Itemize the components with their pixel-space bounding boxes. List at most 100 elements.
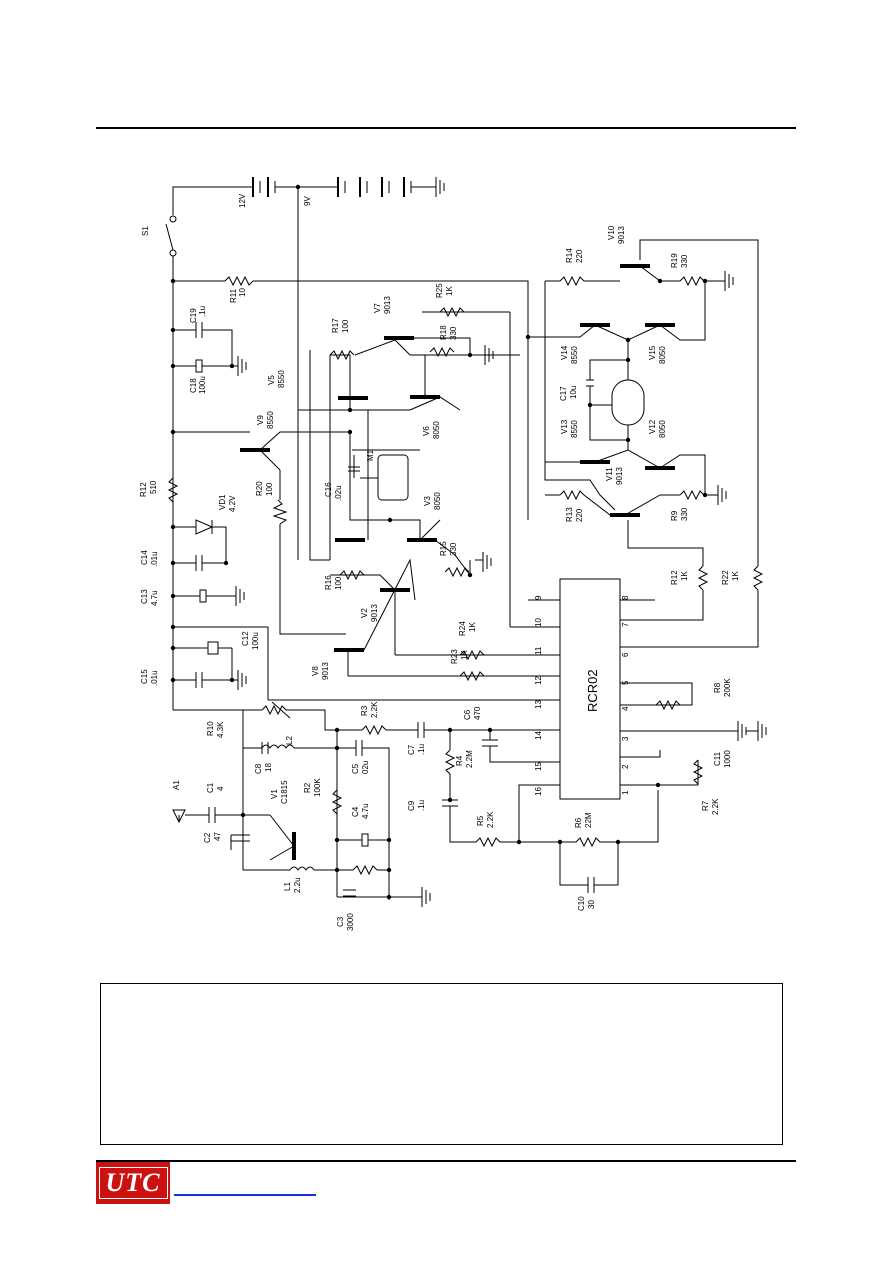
- component-label: 8050: [658, 346, 667, 364]
- component-label: C17: [559, 386, 568, 401]
- component-label: 1K: [680, 571, 689, 581]
- component-label: 30: [587, 900, 596, 909]
- component-label: V2: [360, 608, 369, 618]
- component-label: V6: [422, 426, 431, 436]
- component-label: V12: [648, 419, 657, 434]
- component-label: R11: [229, 288, 238, 303]
- component-label: 330: [680, 507, 689, 521]
- website-link[interactable]: [174, 1194, 316, 1196]
- component-label: C10: [577, 896, 586, 911]
- component-label: R24: [458, 621, 467, 636]
- chip-pin-number: 15: [534, 762, 543, 771]
- component-label: 9013: [615, 467, 624, 485]
- component-label: 9013: [370, 604, 379, 622]
- chip-label: RCR02: [585, 669, 600, 712]
- chip-pin-number: 11: [534, 646, 543, 655]
- component-label: 220: [575, 508, 584, 522]
- component-label: 10u: [569, 386, 578, 399]
- chip-pin-number: 9: [534, 595, 543, 600]
- component-label: 2.2K: [711, 798, 720, 815]
- component-label: 02u: [361, 761, 370, 774]
- component-label: R22: [721, 570, 730, 585]
- component-label: .1u: [198, 306, 207, 317]
- component-label: V15: [648, 345, 657, 360]
- chip-pin-number: 3: [621, 736, 630, 741]
- component-label: C16: [324, 482, 333, 497]
- chip-pin-number: 1: [621, 790, 630, 795]
- component-label: R25: [435, 283, 444, 298]
- component-label: .02u: [334, 485, 343, 501]
- component-label: C5: [351, 763, 360, 774]
- component-label: 470: [473, 706, 482, 720]
- component-label: 220: [575, 249, 584, 263]
- component-label: 1K: [468, 622, 477, 632]
- component-label: 510: [149, 480, 158, 494]
- component-label: A1: [172, 780, 181, 790]
- chip-pin-number: 7: [621, 622, 630, 627]
- component-label: R14: [565, 248, 574, 263]
- component-label: R5: [476, 815, 485, 826]
- component-label: M1: [366, 449, 375, 461]
- bottom-rule: [96, 1160, 796, 1162]
- component-label: L1: [283, 882, 292, 891]
- component-label: 2.2K: [370, 701, 379, 718]
- component-label: S1: [141, 226, 150, 236]
- component-label: .01u: [150, 551, 159, 567]
- component-label: V9: [256, 415, 265, 425]
- component-label: 8050: [433, 492, 442, 510]
- component-label: V7: [373, 303, 382, 313]
- component-label: R17: [331, 318, 340, 333]
- component-label: R3: [360, 705, 369, 716]
- component-label: C13: [140, 589, 149, 604]
- component-label: R8: [713, 682, 722, 693]
- chip-pin-number: 6: [621, 652, 630, 657]
- component-label: 9013: [617, 226, 626, 244]
- component-label: R12: [139, 482, 148, 497]
- component-label: L2: [285, 736, 294, 745]
- component-label: 4.7u: [150, 590, 159, 606]
- utc-logo-text: UTC: [98, 1167, 168, 1199]
- component-label: R16: [324, 575, 333, 590]
- component-label: 1K: [460, 650, 469, 660]
- component-label: V13: [560, 419, 569, 434]
- component-label: 8550: [266, 411, 275, 429]
- component-label: 1K: [731, 571, 740, 581]
- component-label: 4.3K: [216, 721, 225, 738]
- component-label: 4.7u: [361, 803, 370, 819]
- component-label: C19: [189, 308, 198, 323]
- component-label: R4: [455, 755, 464, 766]
- component-label: C4: [351, 806, 360, 817]
- component-label: 1K: [445, 286, 454, 296]
- component-label: C1: [206, 782, 215, 793]
- component-label: R10: [206, 721, 215, 736]
- component-label: 18: [264, 763, 273, 772]
- component-label: VD1: [218, 494, 227, 510]
- component-label: 4: [216, 786, 225, 791]
- component-label: 2.2K: [486, 811, 495, 828]
- component-label: 3000: [346, 913, 355, 931]
- chip-pin-number: 8: [621, 595, 630, 600]
- component-label: 22M: [584, 812, 593, 828]
- component-label: R19: [670, 253, 679, 268]
- component-label: .01u: [150, 670, 159, 686]
- component-label: R12: [670, 570, 679, 585]
- note-box: [100, 983, 783, 1145]
- component-label: 200K: [723, 678, 732, 697]
- component-label: 100u: [198, 376, 207, 394]
- chip-pin-number: 4: [621, 706, 630, 711]
- component-label: V1: [270, 789, 279, 799]
- component-label: R15: [439, 541, 448, 556]
- component-label: 8550: [277, 370, 286, 388]
- component-label: 100K: [313, 778, 322, 797]
- component-label: C2: [203, 832, 212, 843]
- component-label: 8550: [570, 346, 579, 364]
- component-label: 8050: [432, 421, 441, 439]
- component-label: 100: [265, 482, 274, 496]
- component-label: 2.2M: [465, 750, 474, 768]
- component-label: C3: [336, 916, 345, 927]
- component-label: 330: [449, 326, 458, 340]
- component-label: 100: [334, 576, 343, 590]
- component-label: V11: [605, 467, 614, 481]
- top-rule: [96, 127, 796, 129]
